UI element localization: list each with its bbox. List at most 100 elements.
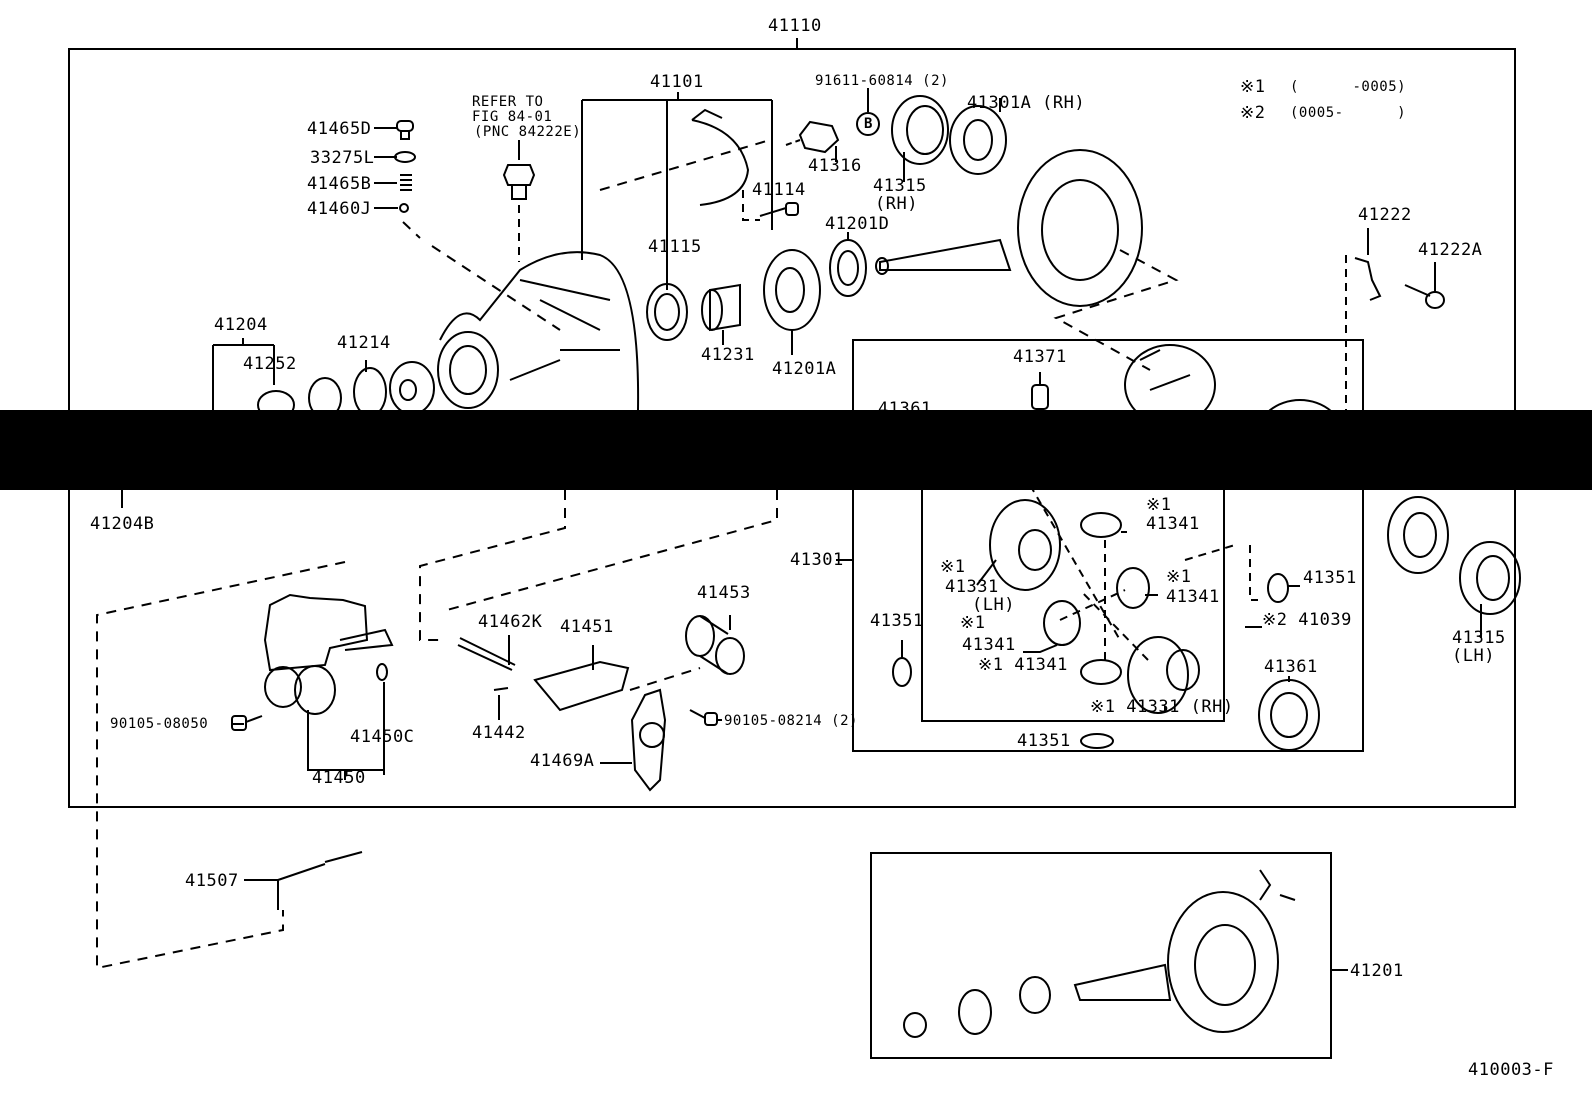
part-label-41361-top[interactable]: 41361 bbox=[878, 399, 932, 419]
part-label-41465D[interactable]: 41465D bbox=[307, 119, 372, 139]
part-label-41214[interactable]: 41214 bbox=[337, 333, 391, 353]
plug-41465D bbox=[374, 120, 414, 140]
part-label-41204B[interactable]: 41204B bbox=[90, 514, 155, 534]
part-label-41301A[interactable]: 41301A (RH) bbox=[967, 93, 1086, 113]
ball-41460J bbox=[374, 203, 409, 213]
part-label-41331-lh[interactable]: 41331 bbox=[945, 577, 999, 597]
side-gear-41331-lh bbox=[976, 499, 1061, 591]
side-gear-41331-rh bbox=[1127, 636, 1200, 714]
part-label-41252[interactable]: 41252 bbox=[243, 354, 297, 374]
bolt-41114 bbox=[759, 202, 799, 217]
part-label-41331-rh[interactable]: ※1 41331 (RH) bbox=[1090, 697, 1234, 717]
lock-41316 bbox=[785, 120, 840, 162]
bearing-41201A bbox=[763, 249, 821, 355]
washer-41351-right bbox=[1267, 573, 1300, 603]
part-label-41453[interactable]: 41453 bbox=[697, 583, 751, 603]
pinion-41341-b bbox=[1116, 567, 1158, 609]
bracket-41204 bbox=[212, 338, 275, 410]
part-label-41351-right[interactable]: 41351 bbox=[1303, 568, 1357, 588]
part-label-41460J[interactable]: 41460J bbox=[307, 199, 372, 219]
part-label-41507[interactable]: 41507 bbox=[185, 871, 239, 891]
part-label-41371[interactable]: 41371 bbox=[1013, 347, 1067, 367]
bolt-41222A bbox=[1404, 262, 1445, 309]
part-label-41351-bottom[interactable]: 41351 bbox=[1017, 731, 1071, 751]
switch-84222E bbox=[502, 140, 536, 262]
bearing-lh bbox=[1387, 496, 1449, 574]
part-label-41316[interactable]: 41316 bbox=[808, 156, 862, 176]
fork-41451 bbox=[533, 645, 630, 712]
bracket-41101 bbox=[581, 92, 773, 290]
part-label-41204[interactable]: 41204 bbox=[214, 315, 268, 335]
part-label-33275L[interactable]: 33275L bbox=[310, 148, 375, 168]
label-lh-2: (LH) bbox=[1452, 646, 1495, 666]
part-label-41462K[interactable]: 41462K bbox=[478, 612, 543, 632]
bolt-90105-08050 bbox=[231, 715, 263, 731]
spacer-41214 bbox=[353, 360, 387, 417]
seal-41361 bbox=[1258, 676, 1320, 751]
gear-dashed-lines bbox=[1029, 484, 1236, 661]
part-label-41465B[interactable]: 41465B bbox=[307, 174, 372, 194]
part-label-41450[interactable]: 41450 bbox=[312, 768, 366, 788]
label-lh: (LH) bbox=[972, 595, 1015, 615]
part-label-91611-60814[interactable]: 91611-60814 (2) bbox=[815, 73, 949, 89]
pinion-41341-c bbox=[1023, 600, 1081, 653]
part-label-41450C[interactable]: 41450C bbox=[350, 727, 415, 747]
part-label-41110[interactable]: 41110 bbox=[768, 16, 822, 36]
part-label-41341-a[interactable]: 41341 bbox=[1146, 514, 1200, 534]
part-label-41201D[interactable]: 41201D bbox=[825, 214, 890, 234]
washer-41351-bottom bbox=[1080, 733, 1114, 749]
part-label-41341-d[interactable]: ※1 41341 bbox=[978, 655, 1068, 675]
pinion-41341-a bbox=[1080, 512, 1127, 538]
carrier-housing bbox=[437, 251, 640, 411]
actuator-41450 bbox=[263, 593, 394, 780]
pinion-41341-d bbox=[1080, 659, 1122, 685]
breather-tube-41507 bbox=[244, 851, 363, 910]
part-label-41351-left[interactable]: 41351 bbox=[870, 611, 924, 631]
nut-41315-lh bbox=[1459, 541, 1521, 638]
part-label-41341-b[interactable]: 41341 bbox=[1166, 587, 1220, 607]
legend-mark-1: ※1 bbox=[1240, 77, 1266, 97]
part-label-41315-lh[interactable]: 41315 bbox=[1452, 628, 1506, 648]
ring-pinion-kit-frame bbox=[870, 852, 1332, 1059]
pinion-shaft-41371 bbox=[1031, 372, 1049, 410]
part-label-41442[interactable]: 41442 bbox=[472, 723, 526, 743]
washer-33275L bbox=[374, 151, 416, 163]
mark-41331-lh: ※1 bbox=[940, 557, 966, 577]
part-label-90105-08050[interactable]: 90105-08050 bbox=[110, 716, 209, 732]
part-label-41039[interactable]: ※2 41039 bbox=[1262, 610, 1352, 630]
bolt-90105-08214 bbox=[689, 709, 722, 726]
part-label-41201A[interactable]: 41201A bbox=[772, 359, 837, 379]
part-label-41115[interactable]: 41115 bbox=[648, 237, 702, 257]
seal-41115 bbox=[646, 256, 688, 341]
part-label-41469A[interactable]: 41469A bbox=[530, 751, 595, 771]
part-label-41451[interactable]: 41451 bbox=[560, 617, 614, 637]
part-label-41114[interactable]: 41114 bbox=[752, 180, 806, 200]
part-label-41361[interactable]: 41361 bbox=[1264, 657, 1318, 677]
mark-41341-b: ※1 bbox=[1166, 567, 1192, 587]
part-label-41222[interactable]: 41222 bbox=[1358, 205, 1412, 225]
part-label-90105-08214[interactable]: 90105-08214 (2) bbox=[724, 713, 858, 729]
differential-case-frame bbox=[852, 339, 1364, 752]
shaft-41462K bbox=[457, 635, 516, 671]
mark-41341-c: ※1 bbox=[960, 613, 986, 633]
part-label-41301[interactable]: 41301 bbox=[790, 550, 844, 570]
dashed-line-ball bbox=[402, 221, 561, 331]
part-label-41231[interactable]: 41231 bbox=[701, 345, 755, 365]
part-label-41101[interactable]: 41101 bbox=[650, 72, 704, 92]
part-label-41341-c[interactable]: 41341 bbox=[962, 635, 1016, 655]
legend-mark-2: ※2 bbox=[1240, 103, 1266, 123]
washer-41351-left bbox=[892, 640, 912, 687]
refer-note-line-1: REFER TO bbox=[472, 94, 544, 110]
refer-note-line-2: FIG 84-01 bbox=[472, 109, 553, 125]
part-label-41201[interactable]: 41201 bbox=[1350, 961, 1404, 981]
part-label-41315-rh[interactable]: 41315 bbox=[873, 176, 927, 196]
bearing-41301A bbox=[949, 98, 1007, 175]
bearing-cap-41101 bbox=[691, 108, 750, 206]
part-label-41222A[interactable]: 41222A bbox=[1418, 240, 1483, 260]
ring-gear-pinion bbox=[875, 149, 1143, 307]
circle-marker-B: B bbox=[864, 116, 873, 132]
lever-41469A bbox=[600, 688, 667, 792]
nut-41315-rh bbox=[891, 95, 949, 182]
sleeve-41453 bbox=[685, 615, 745, 675]
